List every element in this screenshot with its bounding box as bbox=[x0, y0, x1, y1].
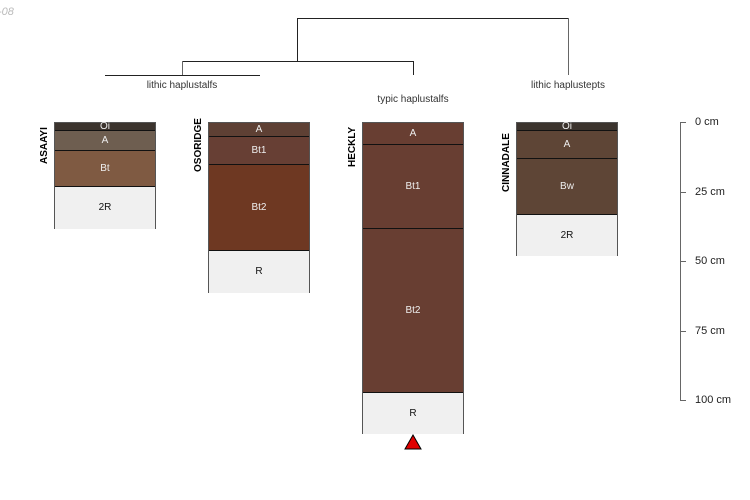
scale-label: 100 cm bbox=[695, 394, 732, 406]
horizon: Bw bbox=[517, 159, 617, 215]
scale-label: 50 cm bbox=[695, 255, 725, 267]
horizon: A bbox=[363, 123, 463, 146]
profile-name: ASAAYI bbox=[39, 127, 50, 164]
taxon-label: lithic haplustepts bbox=[531, 80, 605, 91]
horizon: 2R bbox=[517, 214, 617, 257]
scale-tick bbox=[680, 191, 686, 193]
scale-label: 25 cm bbox=[695, 185, 725, 198]
corner-text: -08 bbox=[0, 6, 14, 18]
scale-tick bbox=[680, 400, 686, 401]
horizon: Oi bbox=[55, 121, 155, 132]
horizon: Bt2 bbox=[209, 164, 309, 251]
scale-tick bbox=[680, 122, 686, 123]
profile-name: HECKLY bbox=[347, 126, 358, 167]
horizon: Bt1 bbox=[363, 145, 463, 229]
horizon: A bbox=[55, 131, 155, 151]
horizon: A bbox=[209, 123, 309, 137]
horizon: Bt2 bbox=[363, 228, 463, 393]
horizon: Bt1 bbox=[209, 136, 309, 165]
horizon: Oi bbox=[517, 121, 617, 132]
horizon: 2R bbox=[55, 186, 155, 229]
taxon-label: typic haplustalfs bbox=[377, 94, 449, 105]
scale-label: 75 cm bbox=[695, 324, 725, 337]
horizon: R bbox=[209, 250, 309, 293]
horizon: R bbox=[363, 392, 463, 435]
marker-triangle-icon bbox=[404, 434, 422, 450]
profile-name: CINNADALE bbox=[501, 133, 512, 192]
scale-tick bbox=[680, 330, 686, 332]
horizon: A bbox=[517, 131, 617, 160]
scale-label: 0 cm bbox=[695, 116, 719, 128]
horizon: Bt bbox=[55, 150, 155, 187]
taxon-label: lithic haplustalfs bbox=[146, 80, 218, 91]
scale-tick bbox=[680, 261, 686, 262]
profile-name: OSORIDGE bbox=[193, 118, 204, 172]
